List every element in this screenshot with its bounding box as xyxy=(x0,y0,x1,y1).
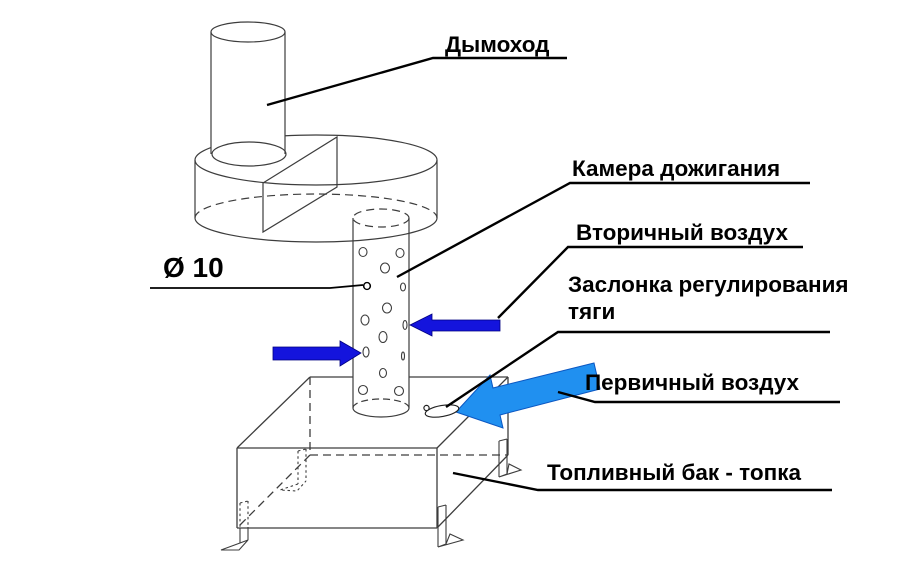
divider-plate xyxy=(262,135,338,234)
tube-bottom-front-edge xyxy=(352,407,410,418)
primary-air-leader xyxy=(557,390,840,404)
tube-hole xyxy=(400,351,406,361)
secondary-air-leader xyxy=(497,245,803,319)
primary-air-arrow xyxy=(455,362,601,429)
air-inflow-arrow-left xyxy=(272,340,362,367)
label-secondary-air: Вторичный воздух xyxy=(576,220,788,245)
diameter-leader xyxy=(150,284,364,289)
label-chimney: Дымоход xyxy=(445,32,549,57)
leg-bracket-back-right xyxy=(498,438,523,478)
tube-hole xyxy=(358,246,368,258)
leg-flange xyxy=(239,527,249,543)
leg-foot xyxy=(279,480,307,492)
tube-bottom-back-edge xyxy=(352,398,410,409)
label-damper-line2: тяги xyxy=(568,299,615,324)
tank-bottom-right-edge xyxy=(436,454,509,529)
chimney-pipe xyxy=(210,21,287,167)
chimney-leader xyxy=(266,56,567,107)
tube-hole xyxy=(399,282,407,292)
fuel-tank-leader xyxy=(452,471,832,492)
leg-foot xyxy=(498,463,523,478)
tube-hole xyxy=(393,385,405,397)
drum-bottom-front-edge xyxy=(194,217,438,243)
leg-flange xyxy=(297,448,307,484)
afterburner-leader xyxy=(396,181,810,279)
leg-foot xyxy=(437,533,465,548)
damper-plate xyxy=(423,404,460,418)
tube-top-opening xyxy=(352,208,410,228)
leg-bracket-front-left xyxy=(220,500,249,551)
leg-bracket-back-left-hidden xyxy=(279,448,307,492)
label-damper-line1: Заслонка регулирования xyxy=(568,272,849,297)
tube-hole xyxy=(362,346,370,358)
tube-hole xyxy=(379,262,391,274)
label-hole-diameter: Ø 10 xyxy=(163,252,224,283)
tube-hole xyxy=(378,367,388,379)
tube-hole xyxy=(381,302,393,314)
secondary-air-arrow xyxy=(409,313,501,337)
leg-hidden-part xyxy=(239,500,249,528)
damper-oval xyxy=(424,404,460,418)
chimney-drum-opening xyxy=(211,141,287,167)
label-afterburner-chamber: Камера дожигания xyxy=(572,156,780,181)
tube-hole xyxy=(378,330,388,344)
leg-flange xyxy=(437,504,447,547)
label-primary-air: Первичный воздух xyxy=(585,370,800,395)
tube-hole xyxy=(360,314,370,326)
leg-foot xyxy=(220,539,249,551)
diameter-hole-mark xyxy=(362,281,372,291)
chimney-body-mask xyxy=(211,22,285,166)
damper-pivot xyxy=(423,404,430,412)
tube-body-mask xyxy=(353,218,409,417)
tube-hole xyxy=(395,247,405,259)
damper-leader xyxy=(445,330,830,408)
tube-hole xyxy=(402,319,408,331)
label-fuel-tank: Топливный бак - топка xyxy=(547,460,801,485)
leg-bracket-front-right xyxy=(437,504,465,548)
mixing-drum xyxy=(194,134,438,243)
tank-top-left-edge xyxy=(236,376,311,449)
tube-hole xyxy=(357,384,369,396)
leg-flange xyxy=(498,438,508,477)
drum-bottom-back-edge xyxy=(194,193,438,219)
leader-lines xyxy=(150,56,840,492)
